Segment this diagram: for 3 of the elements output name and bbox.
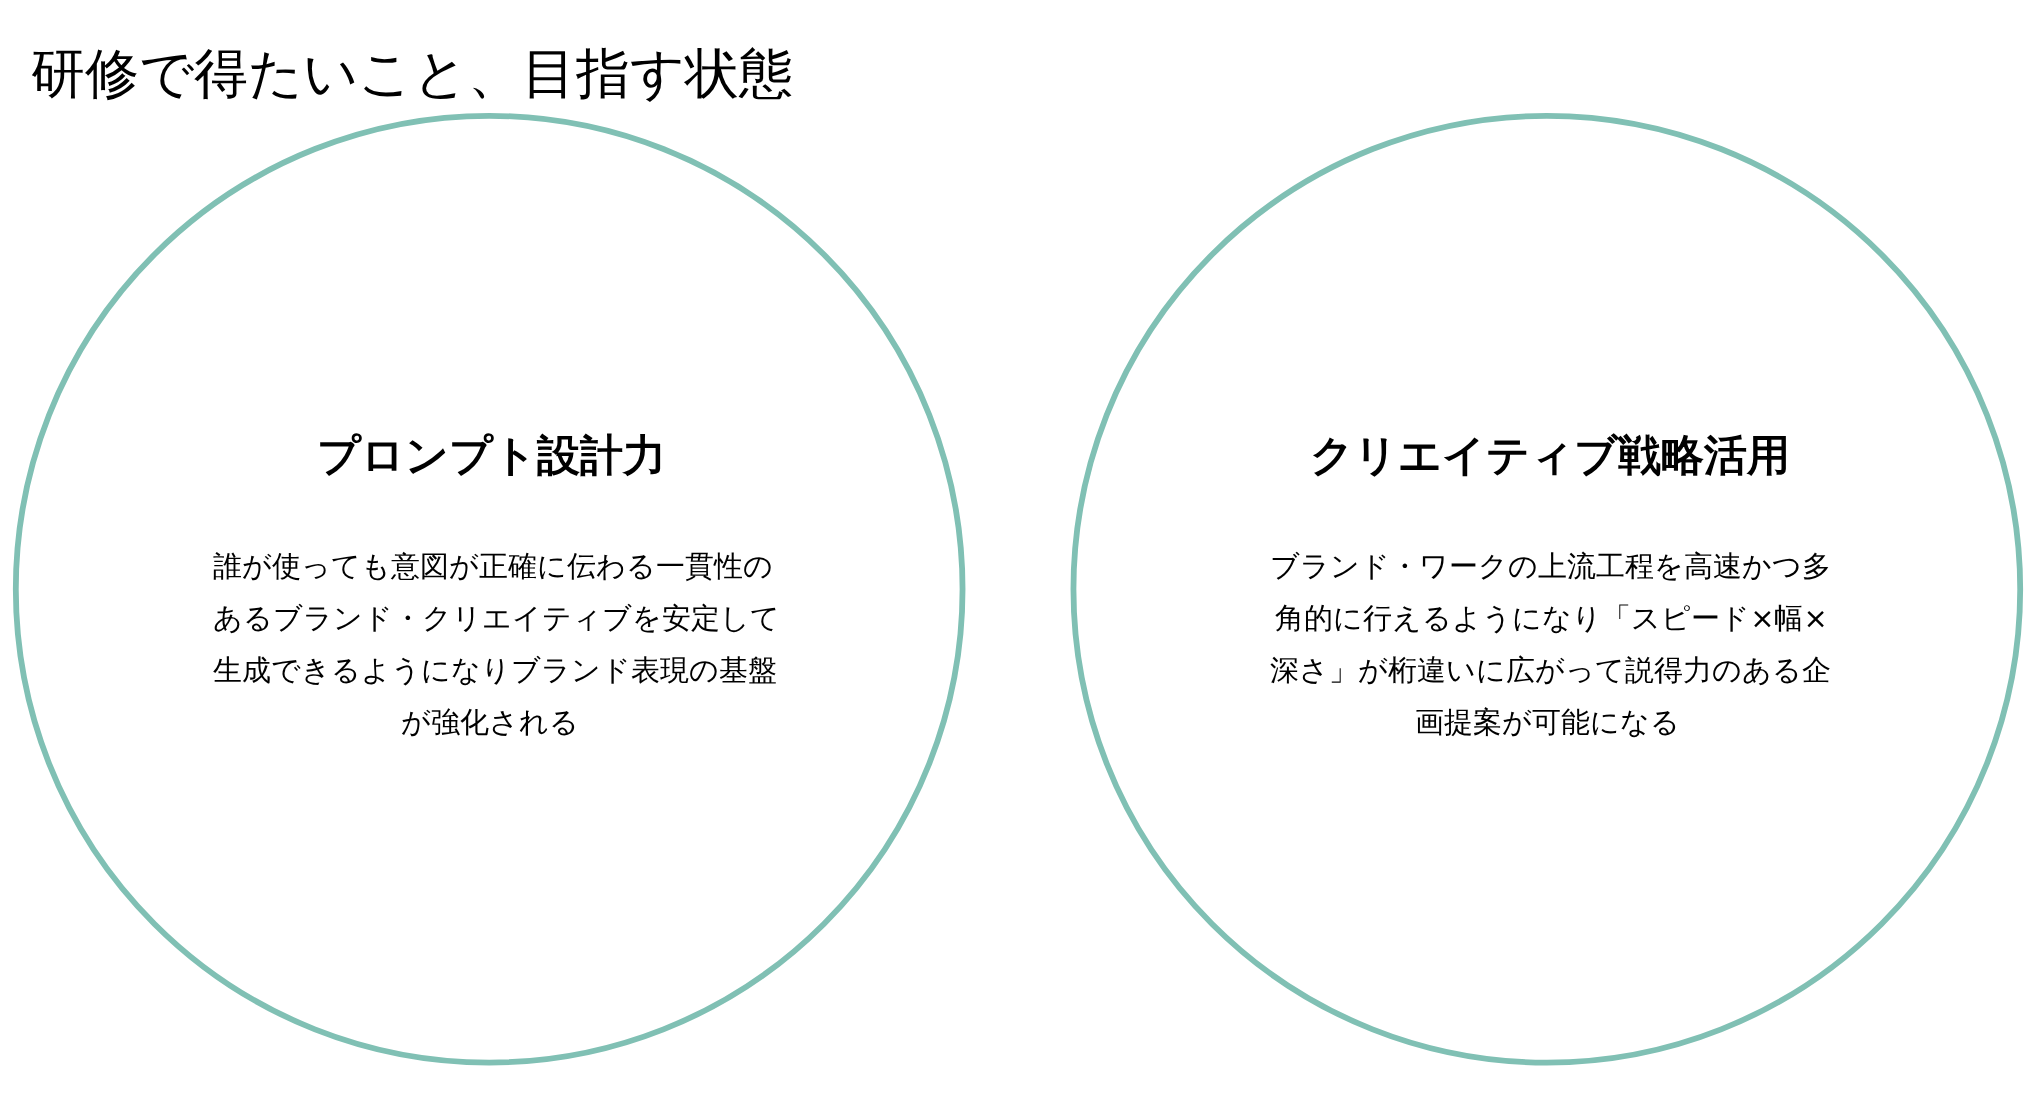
node-circle: プロンプト設計力 誰が使っても意図が正確に伝わる一貫性のあるブランド・クリエイティブを安定して生成できるようになりブランド表現の基盤が強化される	[12, 112, 966, 1065]
node-circle: クリエイティブ戦略活用 ブランド・ワークの上流工程を高速かつ多角的に行えるようになり「スピード×幅×深さ」が桁違いに広がって説得力のある企画提案が可能になる	[1070, 112, 2024, 1065]
diagram-title: 研修で得たいこと、目指す状態	[31, 41, 794, 105]
